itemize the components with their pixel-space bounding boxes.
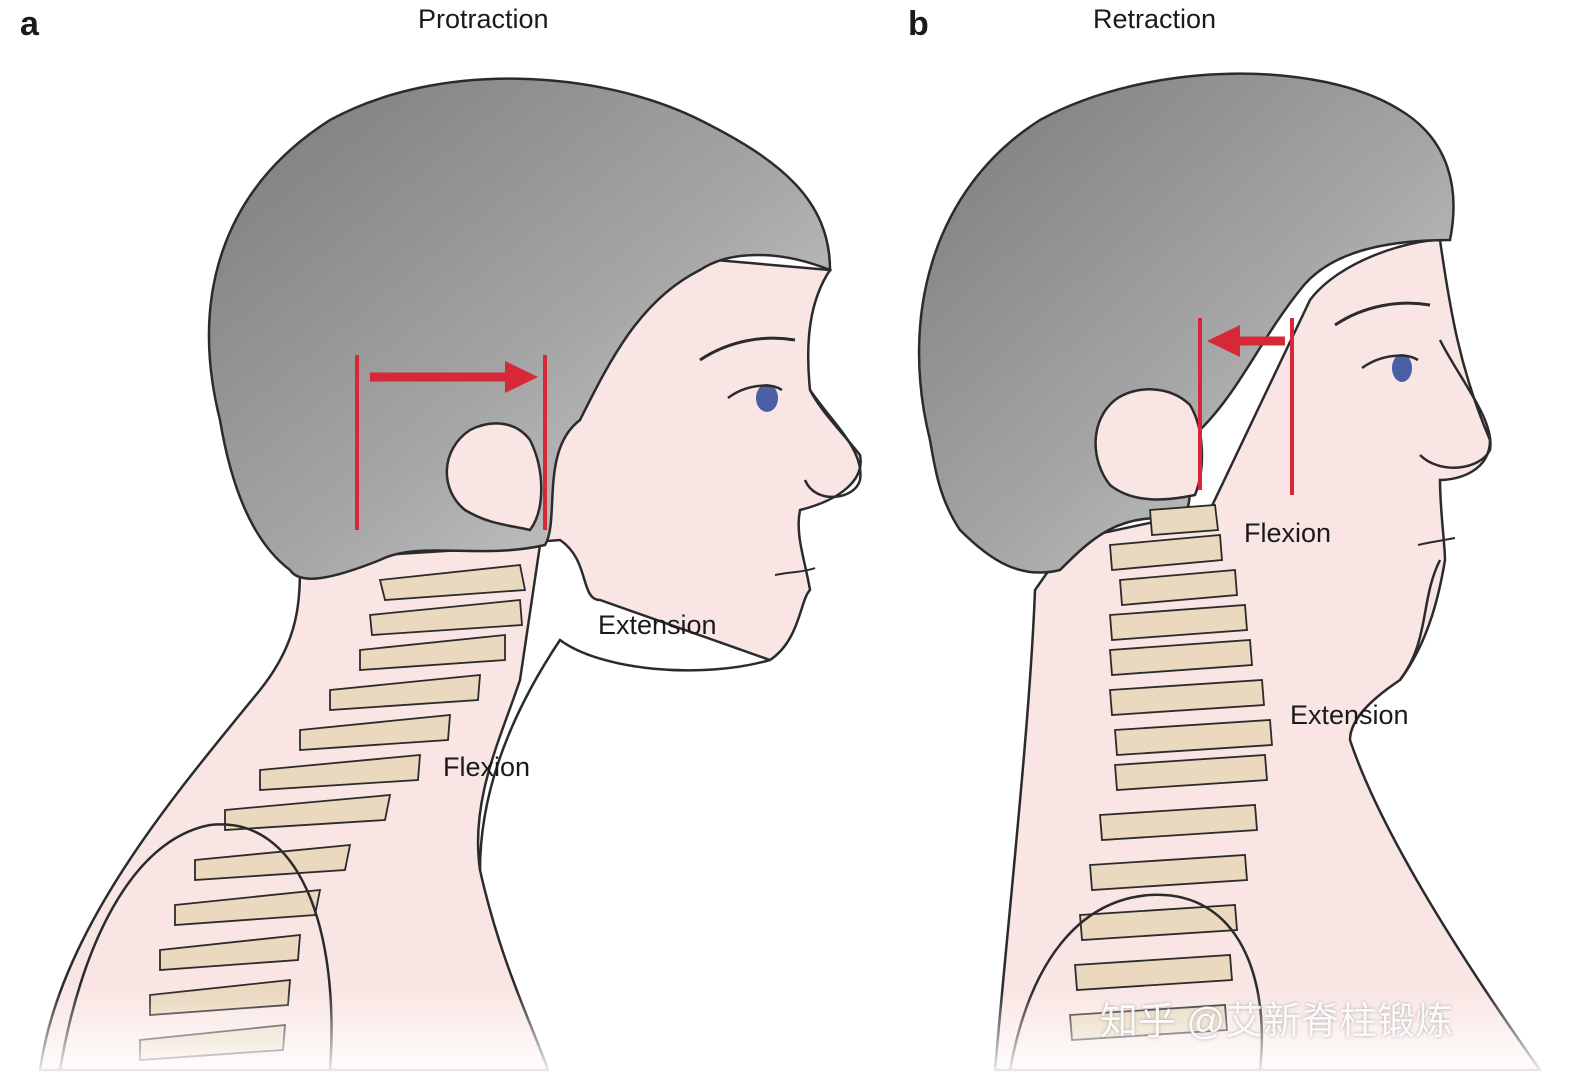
panel-a-ear [445, 422, 543, 532]
panel-a-shoulder [58, 823, 333, 1071]
panel-a-title: Protraction [418, 4, 549, 34]
panel-b-eyebrow [1334, 301, 1431, 327]
panel-b-ear [1094, 388, 1204, 501]
panel-b-hair [917, 72, 1455, 574]
panel-b-spine [1069, 504, 1273, 1041]
panel-a-eyebrow [699, 336, 796, 362]
panel-a-eye [756, 384, 778, 412]
panel-b-eye [1392, 354, 1412, 382]
panel-b-illustration [917, 72, 1543, 1072]
panel-b-shoulder [1008, 893, 1264, 1071]
panel-a-nose [803, 389, 862, 499]
panel-b-title: Retraction [1093, 4, 1217, 34]
panel-b-letter: b [908, 5, 929, 43]
panel-a-label-flexion: Flexion [443, 752, 531, 782]
panel-a-illustration [38, 77, 862, 1072]
panel-a-mouth [774, 567, 816, 576]
panel-b-nose [1419, 339, 1492, 469]
panel-a-arrow-head [505, 361, 538, 393]
panel-b-label-extension: Extension [1290, 700, 1409, 730]
panel-a-label-extension: Extension [598, 610, 717, 640]
panel-a-letter: a [20, 5, 39, 43]
panel-b-arrow-head [1207, 325, 1240, 357]
panel-a-hair [207, 77, 832, 580]
watermark: 知乎 @艾新脊柱锻炼 [1100, 1001, 1454, 1043]
panel-b-mouth [1417, 537, 1456, 546]
panel-b-label-flexion: Flexion [1244, 518, 1332, 548]
panel-a-jaw [478, 638, 771, 871]
panel-b-jaw [1398, 559, 1442, 681]
bottom-fade [0, 990, 1571, 1080]
